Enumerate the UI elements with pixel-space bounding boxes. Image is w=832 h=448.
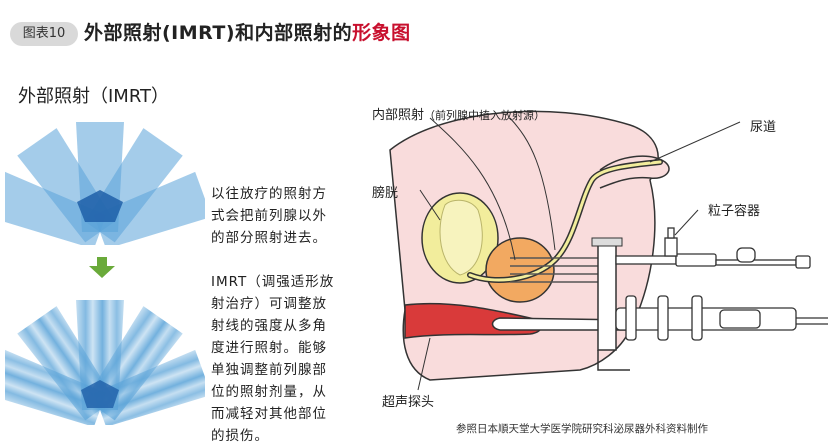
seed-container (664, 227, 678, 257)
template-grid (597, 239, 617, 351)
figure-title-accent: 形象图 (352, 22, 411, 44)
implant-needles (510, 257, 605, 283)
conventional-beam-fan (5, 122, 205, 245)
urethra-inner (468, 160, 662, 282)
label-internal-sub: （前列腺中植入放射源） (424, 109, 546, 122)
label-internal-irradiation: 内部照射（前列腺中植入放射源） (372, 104, 545, 123)
header: 图表10 外部照射(IMRT)和内部照射的形象图 (0, 0, 832, 60)
conventional-beams (5, 122, 205, 245)
needle-guide (615, 253, 811, 269)
internal-irradiation-diagram (389, 110, 828, 391)
label-ultrasound-probe: 超声探头 (382, 395, 435, 410)
label-internal-main: 内部照射 (372, 108, 425, 123)
beam (93, 171, 205, 245)
seed-container-knob (736, 247, 756, 263)
beam (93, 349, 205, 425)
imrt-beam-fan (5, 300, 205, 425)
conventional-description: 以往放疗的照射方式会把前列腺以外的部分照射进去。 (211, 186, 327, 246)
figure-title: 外部照射(IMRT)和内部照射的形象图 (84, 18, 411, 45)
stepper-assembly (615, 295, 828, 341)
source-note: 参照日本順天堂大学医学院研究科泌尿器外科资料制作 (456, 423, 708, 435)
stand-base (597, 350, 630, 371)
leader-lines (417, 117, 741, 391)
imrt-description: IMRT（调强适形放射治疗）可调整放射线的强度从多角度进行照射。能够单独调整前列… (211, 274, 335, 444)
figure-title-main: 外部照射(IMRT)和内部照射的 (84, 22, 353, 44)
label-urethra: 尿道 (750, 120, 777, 135)
arrow-down-icon (89, 257, 115, 278)
label-bladder: 膀胱 (372, 186, 399, 201)
external-irradiation-title: 外部照射（IMRT） (18, 86, 170, 107)
template-grid-top (591, 237, 623, 247)
beam-overlap-center (81, 380, 119, 408)
figure-number-badge: 图表10 (10, 22, 78, 46)
beam-overlap-center (77, 190, 123, 222)
bladder-inner (439, 199, 483, 276)
label-seed-container: 粒子容器 (708, 204, 761, 219)
prostate (485, 237, 555, 303)
